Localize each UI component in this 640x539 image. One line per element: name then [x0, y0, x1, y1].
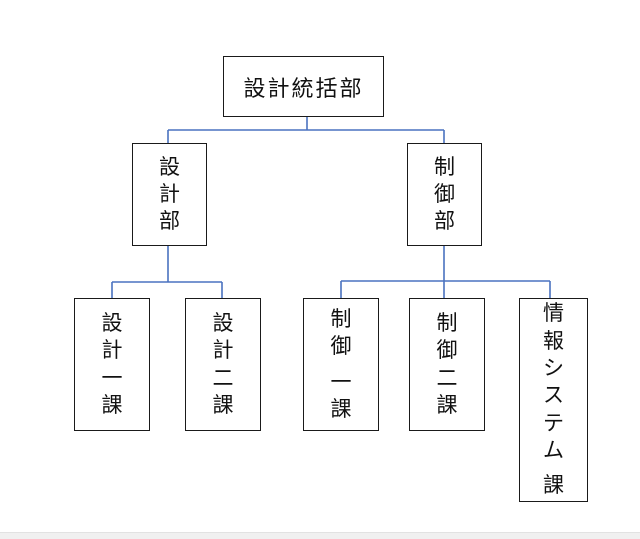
control-section-1-char: 御: [330, 334, 352, 359]
design-section-1-char: 一: [101, 365, 123, 390]
control-section-2-label: 制 御 二 課: [437, 310, 458, 419]
info-system-section-char: ス: [543, 383, 564, 408]
org-node-root: 設計統括部: [223, 56, 384, 117]
design-dept-label: 設 計 部: [159, 154, 180, 236]
design-section-2-char: 課: [212, 392, 234, 417]
info-system-section-char: シ: [543, 356, 564, 381]
connector-design-dept-to-sections: [111, 246, 223, 298]
org-node-control-section-2: 制 御 二 課: [409, 298, 485, 431]
info-system-section-label: 情 報 シ ス テ ム 課: [543, 300, 564, 499]
control-dept-label: 制 御 部: [434, 154, 455, 236]
bottom-band: [0, 532, 640, 539]
org-node-info-system-section: 情 報 シ ス テ ム 課: [519, 298, 588, 502]
design-section-2-label: 設 計 二 課: [213, 310, 234, 419]
control-dept-char: 部: [434, 209, 455, 234]
control-section-1-char: 一: [330, 369, 352, 394]
info-system-section-char: 課: [543, 473, 564, 498]
design-section-2-char: 計: [212, 338, 234, 363]
org-node-control-dept: 制 御 部: [407, 143, 482, 246]
control-dept-char: 制: [434, 154, 455, 179]
control-section-1-label: 制 御 一 課: [331, 306, 352, 423]
info-system-section-char: 報: [543, 328, 564, 353]
design-dept-char: 設: [159, 154, 180, 179]
design-section-1-char: 設: [101, 310, 123, 335]
info-system-section-char: テ: [543, 410, 564, 435]
design-dept-char: 部: [159, 209, 180, 234]
control-section-2-char: 制: [436, 310, 458, 335]
org-node-design-dept: 設 計 部: [132, 143, 207, 246]
design-dept-char: 計: [159, 181, 180, 206]
connector-control-dept-to-sections: [340, 246, 551, 298]
org-node-control-section-1: 制 御 一 課: [303, 298, 379, 431]
org-node-design-section-1: 設 計 一 課: [74, 298, 150, 431]
info-system-section-char: ム: [543, 437, 564, 462]
design-section-2-char: 二: [212, 365, 234, 390]
control-section-1-char: 制: [330, 306, 352, 331]
control-section-1-char: 課: [330, 396, 352, 421]
design-section-1-label: 設 計 一 課: [102, 310, 123, 419]
connector-root-to-departments: [167, 117, 445, 143]
info-system-section-char: 情: [543, 301, 564, 326]
control-dept-char: 御: [434, 181, 455, 206]
org-node-design-section-2: 設 計 二 課: [185, 298, 261, 431]
org-node-root-label: 設計統括部: [243, 76, 364, 102]
control-section-2-char: 課: [436, 392, 458, 417]
control-section-2-char: 御: [436, 338, 458, 363]
design-section-1-char: 計: [101, 338, 123, 363]
design-section-1-char: 課: [101, 392, 123, 417]
design-section-2-char: 設: [212, 310, 234, 335]
control-section-2-char: 二: [436, 365, 458, 390]
